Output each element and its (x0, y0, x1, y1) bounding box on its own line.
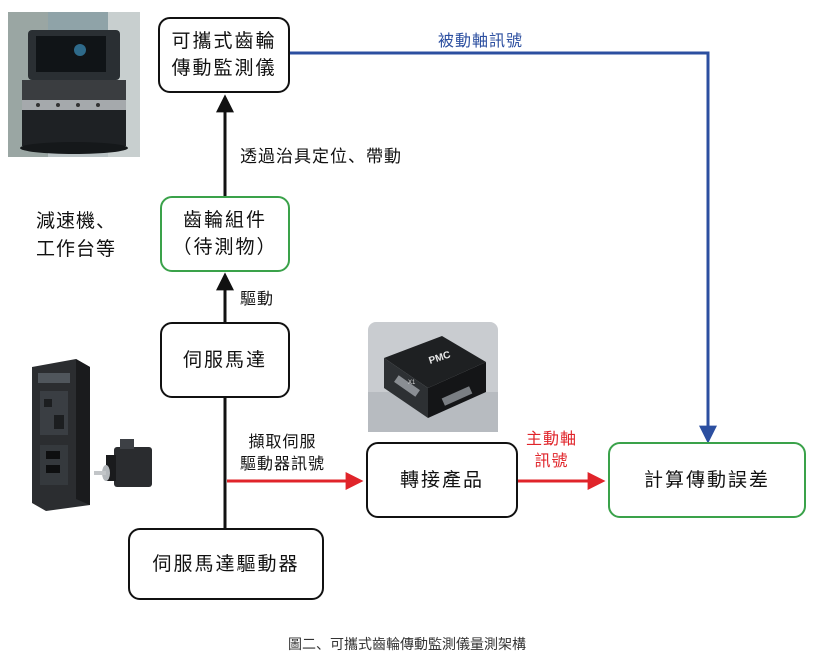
monitor-device-photo (8, 12, 140, 157)
arrow-monitor-to-calc (290, 51, 717, 444)
monitor-device-label: 可攜式齒輪 傳動監測儀 (171, 30, 277, 79)
gear-assembly-box: 齒輪組件 （待測物） (160, 196, 290, 272)
gear-assembly-label: 齒輪組件 （待測物） (172, 209, 278, 258)
servo-driver-box: 伺服馬達驅動器 (128, 528, 324, 600)
slave-signal-label: 被動軸訊號 (438, 31, 524, 50)
drive-label: 驅動 (240, 289, 275, 308)
reducer-label: 減速機、 工作台等 (36, 210, 117, 260)
monitor-device-box: 可攜式齒輪 傳動監測儀 (158, 17, 290, 93)
calc-error-box: 計算傳動誤差 (608, 442, 806, 518)
capture-signal-label: 擷取伺服 驅動器訊號 (240, 432, 326, 473)
adapter-label: 轉接產品 (399, 468, 484, 491)
servo-driver-label: 伺服馬達驅動器 (152, 552, 300, 575)
adapter-box: 轉接產品 (366, 442, 518, 518)
master-signal-label: 主動軸 訊號 (526, 429, 578, 470)
figure-caption: 圖二、可攜式齒輪傳動監測儀量測架構 (288, 637, 526, 653)
servo-motor-box: 伺服馬達 (160, 322, 290, 398)
adapter-product-photo: PMC X1 (368, 322, 498, 432)
fixture-label: 透過治具定位、帶動 (240, 147, 402, 167)
calc-error-label: 計算傳動誤差 (643, 468, 770, 491)
servo-driver-motor-photo (24, 355, 160, 515)
servo-motor-label: 伺服馬達 (182, 348, 267, 371)
adapter-port-mark: X1 (408, 380, 416, 386)
